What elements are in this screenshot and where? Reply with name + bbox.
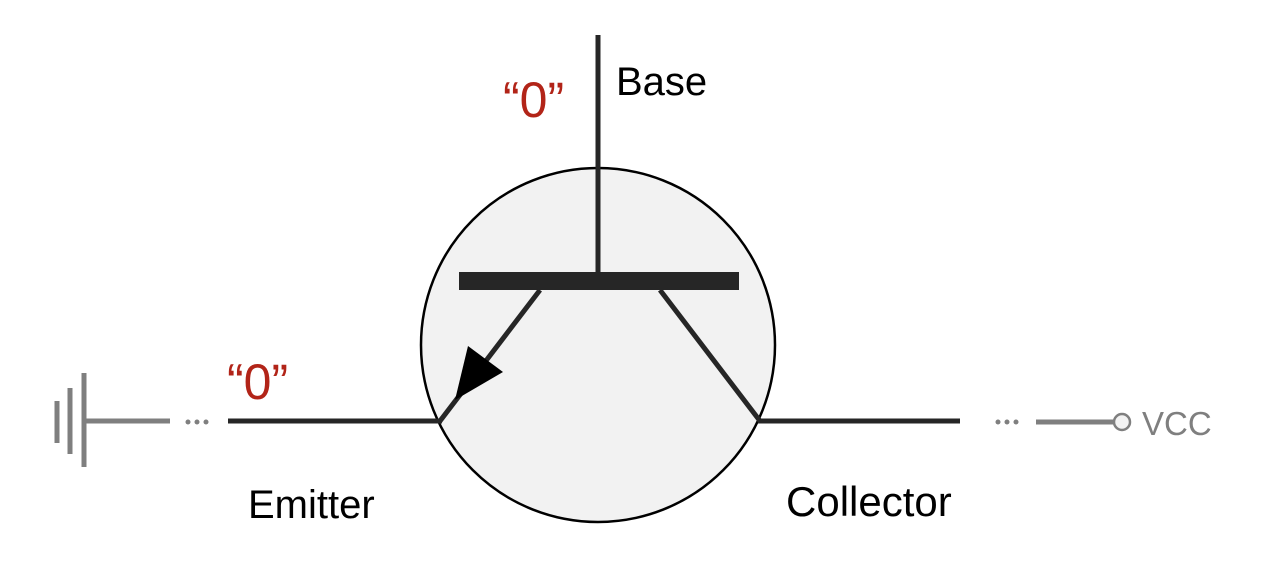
- vcc-terminal-icon: [1112, 412, 1132, 432]
- emitter-lead-diagonal: [438, 288, 542, 423]
- ground-icon: [54, 373, 170, 467]
- base-label: Base: [616, 60, 707, 104]
- collector-label: Collector: [786, 478, 952, 525]
- collector-lead-diagonal: [658, 288, 762, 423]
- ellipsis-right-icon: [995, 419, 1019, 425]
- base-bar: [459, 272, 739, 290]
- base-value-label: “0”: [503, 72, 564, 128]
- ellipsis-left-icon: [185, 419, 209, 425]
- emitter-arrow-icon: [455, 346, 503, 400]
- emitter-label: Emitter: [248, 483, 375, 527]
- vcc-label: VCC: [1142, 405, 1212, 442]
- emitter-value-label: “0”: [227, 354, 288, 410]
